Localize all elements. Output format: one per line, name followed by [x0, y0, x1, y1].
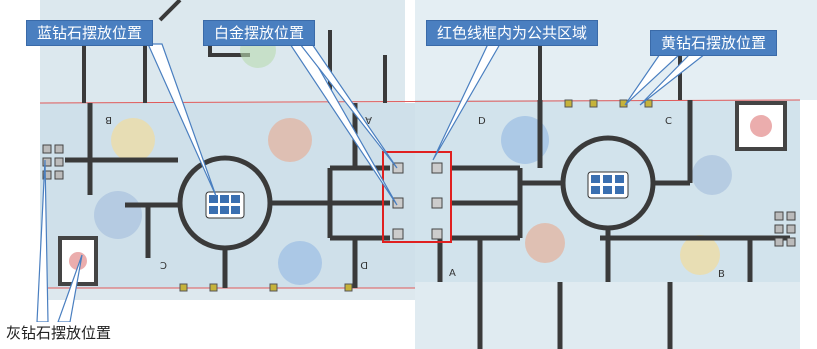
- gear-icon: [268, 118, 312, 162]
- gray-diamond-cubes-right: [774, 211, 796, 247]
- board-top-red-line: [39, 99, 801, 104]
- zone-label: A: [449, 268, 456, 279]
- gear-icon-right: [525, 223, 565, 263]
- yellow-markers: [179, 99, 653, 292]
- public-area-box: [382, 151, 452, 243]
- info-icon: [94, 191, 142, 239]
- public-area-callout: 红色线框内为公共区域: [426, 20, 599, 46]
- zone-label: D: [478, 116, 486, 127]
- bottom-right-panel: [415, 280, 800, 349]
- zone-label: C: [160, 259, 167, 270]
- yellow-diamond-callout: 黄钻石摆放位置: [650, 30, 778, 56]
- blue-diamond-callout: 蓝钻石摆放位置: [26, 20, 154, 46]
- robot-icon-left: [278, 241, 322, 285]
- callout-arrows: [36, 43, 707, 323]
- robot-icon-right: [501, 116, 549, 164]
- platinum-cubes: [392, 162, 443, 240]
- zone-label: C: [665, 116, 672, 127]
- top-right-target-box: [735, 101, 787, 151]
- top-left-panel: [40, 0, 405, 105]
- info-icon-right: [692, 155, 732, 195]
- zone-label: B: [105, 114, 112, 125]
- target-icon-right: [750, 115, 772, 137]
- zone-label: B: [718, 269, 725, 280]
- platinum-callout: 白金摆放位置: [203, 20, 316, 46]
- person-icon: [111, 118, 155, 162]
- blue-diamond-tray: [205, 191, 245, 219]
- target-icon-left: [69, 252, 87, 270]
- gray-diamond-callout: 灰钻石摆放位置: [2, 322, 116, 344]
- zone-label: D: [360, 259, 368, 270]
- zone-label: A: [365, 114, 372, 125]
- yellow-diamond-tray: [587, 171, 629, 199]
- person-icon-right: [680, 235, 720, 275]
- gray-diamond-cubes-left: [42, 144, 64, 180]
- main-tracks: [65, 100, 790, 349]
